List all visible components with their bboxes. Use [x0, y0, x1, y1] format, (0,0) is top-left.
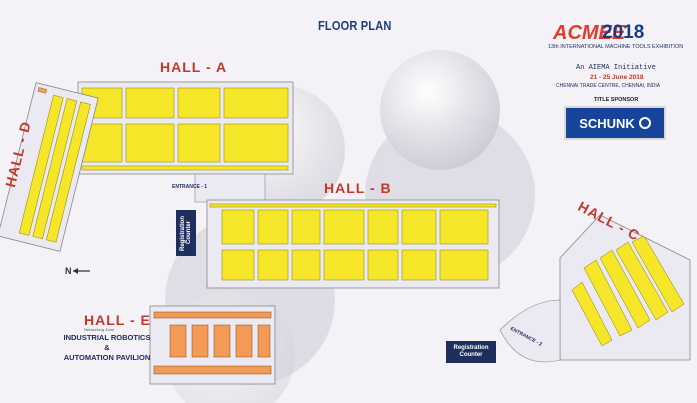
pavilion-line-3: AUTOMATION PAVILION	[63, 353, 151, 362]
hall-c-stalls	[571, 235, 685, 347]
hall-d-outline	[0, 82, 99, 252]
hall-e-sublabel: Networking Zone	[84, 327, 115, 332]
sponsor-logo: SCHUNK	[564, 106, 666, 140]
hall-b-stalls	[209, 203, 497, 281]
entrance-1-label: ENTRANCE - 1	[172, 184, 208, 190]
hall-a-stalls	[81, 87, 289, 171]
pavilion-line-2: &	[104, 343, 110, 352]
hall-e-stalls	[153, 311, 272, 375]
logo-year: 2018	[602, 22, 645, 43]
acmee-logo: ACMEE	[553, 22, 626, 44]
logo-subtitle: 13th INTERNATIONAL MACHINE TOOLS EXHIBIT…	[548, 44, 684, 50]
pavilion-line-1: INDUSTRIAL ROBOTICS	[63, 333, 151, 342]
hall-a-label: HALL - A	[160, 59, 228, 75]
north-label: N	[65, 266, 72, 276]
registration-counter-left: Registration Counter	[176, 210, 196, 256]
title-sponsor-label: TITLE SPONSOR	[594, 97, 639, 103]
sponsor-name: SCHUNK	[579, 115, 635, 131]
event-dates: 21 - 25 June 2018	[590, 74, 644, 81]
robotics-pavilion-label: INDUSTRIAL ROBOTICS & AUTOMATION PAVILIO…	[58, 333, 156, 363]
sponsor-ring-icon	[638, 117, 651, 129]
event-venue: CHENNAI TRADE CENTRE, CHENNAI, INDIA	[556, 83, 661, 89]
hall-b-label: HALL - B	[324, 180, 392, 196]
globe-graphic	[380, 50, 500, 170]
registration-counter-right: Registration Counter	[446, 341, 496, 363]
page-title: FLOOR PLAN	[318, 18, 392, 33]
corridor	[194, 173, 266, 203]
hall-c-ramp	[499, 299, 561, 363]
hall-d-stalls	[18, 87, 91, 243]
hall-e-label: HALL - E	[84, 312, 151, 328]
logo-initiative: An AIEMA Initiative	[576, 64, 656, 72]
